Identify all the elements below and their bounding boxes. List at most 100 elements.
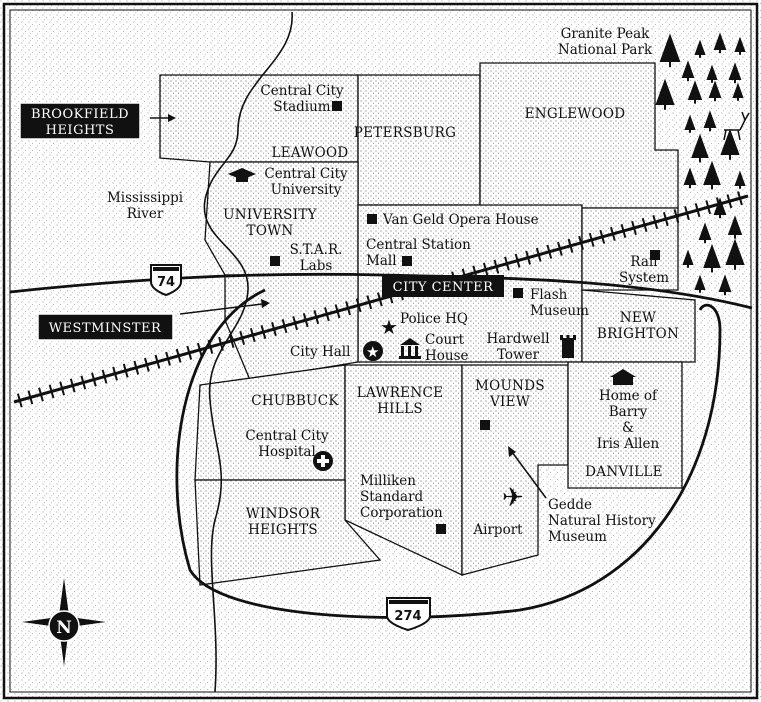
tree-icon (708, 80, 722, 98)
gedde-arrow (511, 451, 547, 499)
rail-tie (355, 298, 362, 313)
tree-trunk (694, 100, 696, 104)
district-rail-system (581, 207, 679, 291)
district-label-mounds-line2: VIEW (489, 394, 530, 410)
rail-tie (302, 313, 309, 328)
rail-tie (260, 325, 267, 340)
rail-tie (525, 250, 531, 265)
rail-tie (59, 381, 65, 396)
highway-74 (9, 272, 753, 310)
label-gedde-line3: Museum (548, 529, 607, 545)
rail-tie (80, 375, 87, 390)
tree-icon (703, 110, 717, 128)
i74-label: 74 (157, 275, 175, 290)
tree-trunk (689, 185, 691, 189)
tree-icon (682, 249, 694, 265)
label-airport: Airport (472, 522, 523, 538)
label-stadium-line2: Stadium (273, 99, 330, 115)
tree-icon (713, 197, 727, 215)
opera-house-marker-icon (367, 214, 377, 224)
i274-shield: 274 (386, 597, 431, 632)
district-label-windsor-line1: WINDSOR (246, 506, 321, 522)
tree-icon (698, 222, 712, 240)
gedde-arrowhead (508, 446, 516, 457)
rail-tie (504, 256, 510, 271)
tree-trunk (711, 80, 713, 83)
tree-trunk (669, 62, 671, 68)
district-label-lawrence-line2: HILLS (377, 401, 423, 417)
tree-trunk (734, 235, 736, 239)
tag-city-center: CITY CENTER (382, 275, 504, 297)
tree-icon (718, 274, 732, 292)
rail-tie (271, 322, 277, 337)
tree-icon (720, 128, 740, 155)
tag-brookfield-line1: BROOKFIELD (31, 107, 129, 122)
tree-icon (687, 80, 703, 100)
district-label-new-brighton-line2: BRIGHTON (597, 326, 679, 342)
rail-tie (69, 378, 76, 393)
tree-trunk (699, 158, 701, 163)
label-university-line2: University (271, 182, 342, 198)
tree-icon (728, 62, 742, 80)
compass-rose: N (22, 578, 106, 666)
city-hall-star-icon: ★ (363, 341, 383, 361)
rail-tie (239, 330, 246, 345)
tag-westminster: WESTMINSTER (37, 313, 174, 341)
rail-tie (133, 360, 140, 375)
tree-trunk (729, 155, 731, 160)
tree-icon (694, 274, 706, 290)
tree-icon (727, 215, 743, 235)
tower-icon (560, 335, 576, 358)
tag-brookfield-line2: HEIGHTS (46, 123, 115, 138)
house-icon (610, 369, 636, 385)
rail-tie (493, 259, 500, 274)
label-hardwell-line1: Hardwell (486, 331, 549, 347)
tree-icon (732, 82, 744, 98)
district-label-lawrence-line1: LAWRENCE (357, 385, 443, 401)
rail-tie (144, 357, 150, 372)
label-gedde-line2: Natural History (548, 513, 656, 529)
rail-tie (652, 215, 659, 230)
label-central-station-line1: Central Station (366, 237, 471, 253)
tree-trunk (719, 50, 721, 54)
tree-icon (734, 170, 746, 186)
tree-trunk (719, 215, 721, 219)
rail-tie (154, 354, 161, 369)
label-hospital-line1: Central City (245, 428, 329, 444)
district-englewood (479, 62, 679, 209)
rail-tie (112, 366, 118, 381)
tree-icon (681, 60, 695, 78)
rail-tie (366, 295, 373, 310)
rail-tie (48, 384, 55, 399)
tree-trunk (724, 292, 726, 296)
label-star-labs-line2: Labs (300, 258, 333, 274)
district-label-leawood: LEAWOOD (272, 145, 349, 161)
deer-icon (723, 111, 750, 141)
tree-icon (655, 78, 675, 105)
label-flash-museum-line2: Museum (530, 303, 589, 319)
rail-tie (292, 316, 298, 331)
rail-tie (249, 327, 256, 342)
rail-tie (218, 336, 224, 351)
tree-trunk (699, 290, 701, 293)
tree-icon (725, 238, 745, 265)
tree-trunk (689, 130, 691, 133)
tree-trunk (687, 78, 689, 82)
brookfield-arrowhead (168, 114, 176, 122)
rail-tie (673, 209, 680, 224)
tag-box (37, 313, 174, 341)
label-court-house-line1: Court (425, 332, 465, 348)
tree-icon (691, 133, 709, 158)
mall-marker-icon (402, 256, 412, 266)
compass-north-label: N (56, 618, 72, 638)
district-label-chubbuck: CHUBBUCK (251, 393, 339, 409)
rail-tie (641, 218, 648, 233)
rail-tie (535, 247, 542, 262)
rail-tie (324, 307, 330, 322)
rail-tie (377, 292, 383, 307)
tree-trunk (737, 98, 739, 101)
label-city-hall: City Hall (290, 344, 350, 360)
rail-tie (599, 229, 606, 244)
gedde-museum-marker-icon (480, 420, 490, 430)
rail-system-marker-icon (650, 250, 660, 260)
